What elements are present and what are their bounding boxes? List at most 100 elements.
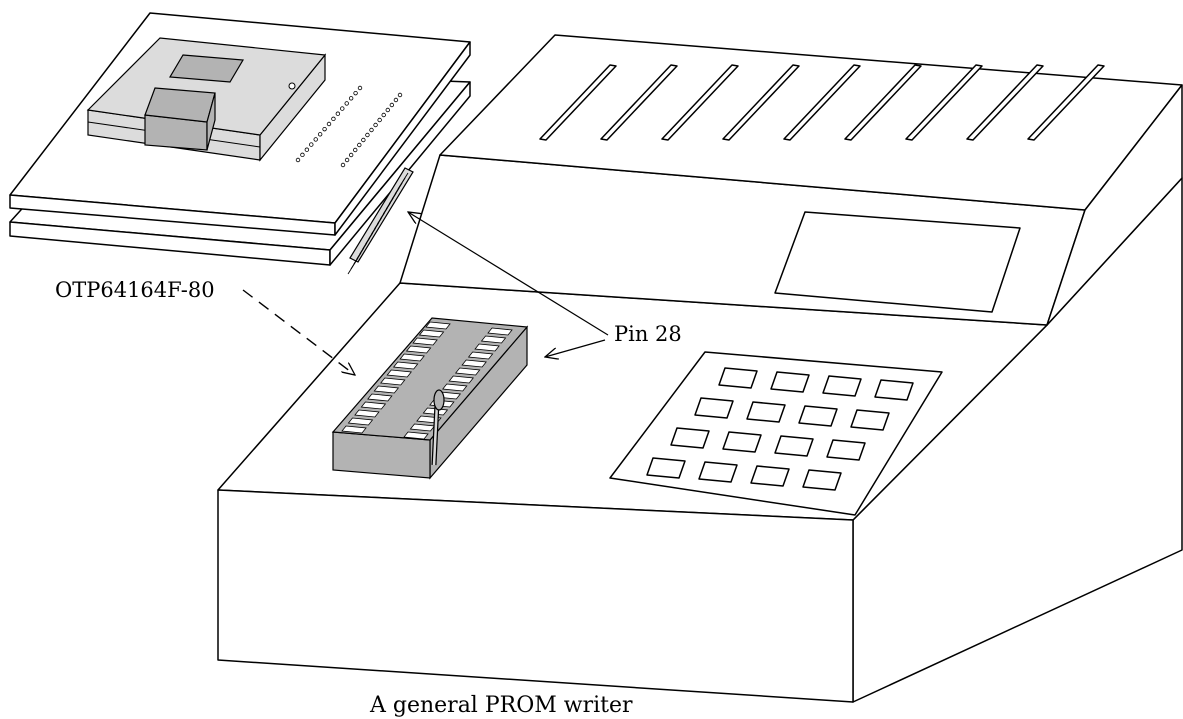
- socket-pin-hole: [409, 423, 436, 432]
- keypad-key: [698, 461, 738, 483]
- pin-dot: [326, 121, 332, 127]
- socket-pin-hole: [448, 375, 475, 384]
- pin-dot: [377, 117, 382, 123]
- pin-dot: [322, 126, 327, 132]
- pin-dot: [344, 157, 350, 163]
- pin-dot: [348, 152, 354, 158]
- keypad-key: [750, 465, 790, 487]
- socket-pin-hole: [373, 385, 400, 394]
- otp-adapter-board: [9, 12, 471, 275]
- socket-pin-hole: [474, 343, 500, 352]
- pin-dot: [295, 157, 301, 163]
- zif-socket: [331, 317, 529, 480]
- pin-dot: [393, 97, 399, 103]
- pin-dot: [313, 137, 318, 142]
- pin-label: Pin 28: [614, 322, 682, 346]
- vent-slots: [539, 64, 1105, 141]
- socket-pin-hole: [379, 377, 406, 386]
- pin-dot: [340, 106, 345, 111]
- keypad-key: [718, 367, 758, 389]
- vent-slot: [783, 64, 861, 141]
- pin-dot: [309, 142, 314, 147]
- device-label: OTP64164F-80: [55, 278, 215, 302]
- pin-dot: [397, 92, 403, 98]
- pin-header: [347, 167, 414, 275]
- socket-pin-hole: [487, 327, 513, 336]
- socket-pin-hole: [341, 425, 367, 434]
- socket-pin-hole: [412, 337, 438, 346]
- pin-dot: [353, 147, 358, 153]
- keypad-panel: [609, 351, 943, 516]
- keypad-key: [670, 427, 710, 449]
- pin-dot: [385, 107, 390, 113]
- keypad-key: [850, 409, 890, 431]
- pin-dot: [373, 122, 378, 128]
- pin-dot: [348, 96, 354, 101]
- caption: A general PROM writer: [369, 693, 633, 718]
- keypad-key: [774, 435, 814, 457]
- display-window: [774, 211, 1021, 313]
- socket-pin-hole: [467, 351, 494, 360]
- socket-pin-hole: [347, 417, 374, 426]
- socket-lever-knob: [433, 389, 445, 411]
- pin-dot: [365, 132, 370, 138]
- keypad-key: [826, 439, 866, 461]
- pin-dot: [357, 85, 363, 91]
- socket-pin-hole: [367, 393, 393, 402]
- writer-front-face: [217, 489, 854, 703]
- pin-dot: [335, 111, 341, 116]
- vent-slot: [1027, 64, 1105, 141]
- writer-console-side: [1046, 84, 1183, 326]
- pin-dot: [361, 137, 366, 143]
- keypad-keys: [646, 367, 914, 491]
- keypad-key: [722, 431, 762, 453]
- pin-dot: [344, 101, 349, 106]
- socket-pin-hole: [403, 431, 429, 440]
- board-pin-dots: [295, 85, 403, 168]
- vent-slot: [905, 64, 983, 141]
- keypad-key: [822, 375, 862, 397]
- pin28-arrow-board: [408, 212, 609, 336]
- pin28-arrow-socket: [545, 339, 606, 357]
- pin-dot: [304, 147, 310, 152]
- socket-pin-hole: [392, 361, 419, 370]
- socket-pin-hole: [461, 359, 487, 368]
- pin-dot: [340, 162, 346, 168]
- pin-dot: [389, 102, 395, 108]
- keypad-key: [694, 397, 734, 419]
- keypad-key: [802, 469, 842, 491]
- socket-pin-hole: [418, 329, 445, 338]
- pin-dot: [300, 152, 305, 158]
- pin-dot: [353, 90, 358, 96]
- socket-pin-hole: [480, 335, 507, 344]
- vent-slot: [722, 64, 800, 141]
- vent-slot: [844, 64, 922, 141]
- socket-pin-hole: [441, 383, 468, 392]
- chip-window: [168, 54, 245, 83]
- insert-arrow: [242, 289, 355, 375]
- pin-dot: [369, 127, 374, 133]
- keypad-key: [874, 379, 914, 401]
- socket-pin-hole: [354, 409, 380, 418]
- pin-dot: [317, 132, 323, 137]
- socket-pin-hole: [360, 401, 387, 410]
- vent-slot: [539, 64, 617, 141]
- socket-pin-hole: [454, 367, 481, 376]
- keypad-key: [770, 371, 810, 393]
- pin-dot: [357, 142, 362, 148]
- keypad-key: [798, 405, 838, 427]
- keypad-key: [646, 457, 686, 479]
- header-pin: [397, 172, 409, 190]
- socket-pin-hole: [386, 369, 413, 378]
- vent-slot: [600, 64, 678, 141]
- prom-writer-body: [217, 34, 1183, 703]
- pin-dot: [331, 116, 336, 122]
- keypad-key: [746, 401, 786, 423]
- socket-pin-hole: [399, 353, 425, 362]
- vent-slot: [661, 64, 739, 141]
- pin1-marker: [288, 82, 296, 90]
- socket-pin-hole: [425, 321, 451, 330]
- vent-slot: [966, 64, 1044, 141]
